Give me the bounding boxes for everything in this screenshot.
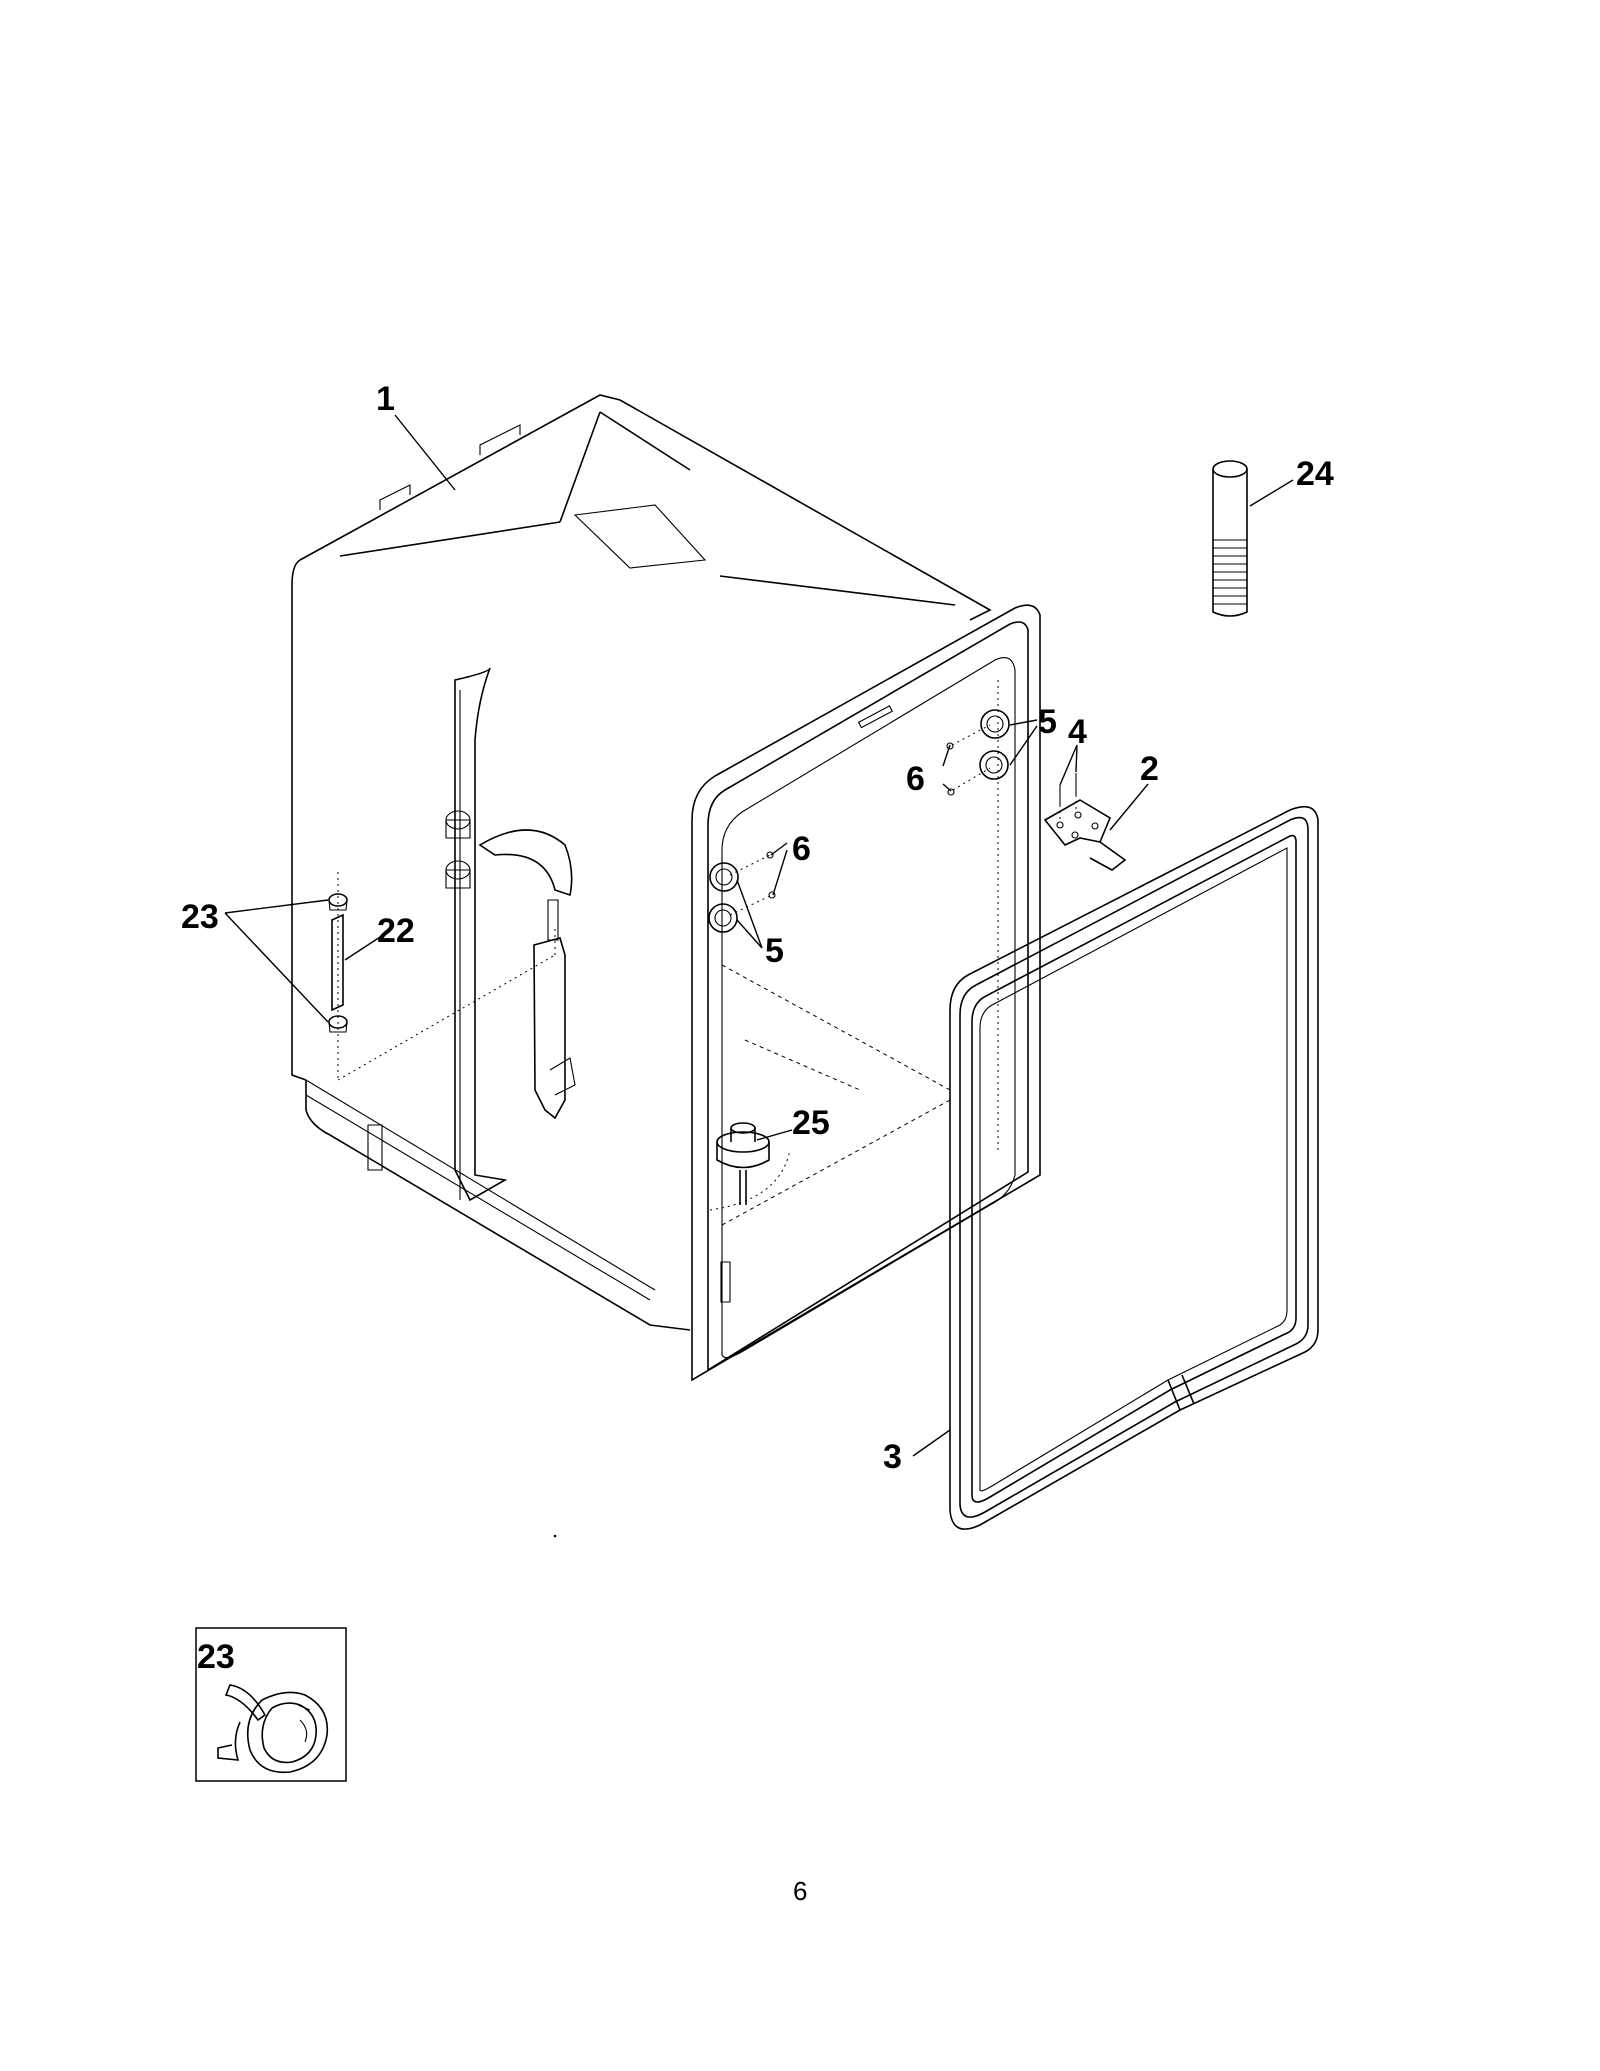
callout-screw-left: 6: [792, 830, 811, 868]
page-number: 6: [793, 1876, 807, 1906]
callout-roller-left: 5: [765, 932, 784, 970]
callout-fill-tube: 24: [1296, 455, 1334, 493]
callout-screw-bracket: 4: [1068, 713, 1087, 751]
gasket: [950, 807, 1318, 1529]
fill-tube: [1213, 461, 1247, 616]
leader-lines: [225, 415, 1293, 1456]
hose-and-clamps: [329, 894, 347, 1032]
stray-dot: [553, 1534, 557, 1538]
callout-float: 25: [792, 1104, 830, 1142]
callout-tub: 1: [376, 380, 395, 418]
clamp-inset: [196, 1628, 346, 1781]
callout-roller-right: 5: [1038, 703, 1057, 741]
screws: [730, 725, 990, 915]
callout-gasket: 3: [883, 1438, 902, 1476]
rollers: [709, 710, 1009, 932]
callout-labels: 1 24 5 4 6 2 6 5 23 22 25 3 23: [181, 380, 1334, 1676]
tub: [292, 395, 990, 1330]
fill-tube-threads: [1213, 540, 1247, 604]
callout-bracket: 2: [1140, 750, 1159, 788]
callout-inset-clamp: 23: [197, 1638, 235, 1676]
float: [710, 1123, 790, 1210]
callout-hose: 22: [377, 912, 415, 950]
callout-screw-right: 6: [906, 760, 925, 798]
bracket: [1045, 773, 1125, 870]
callout-clamp: 23: [181, 898, 219, 936]
